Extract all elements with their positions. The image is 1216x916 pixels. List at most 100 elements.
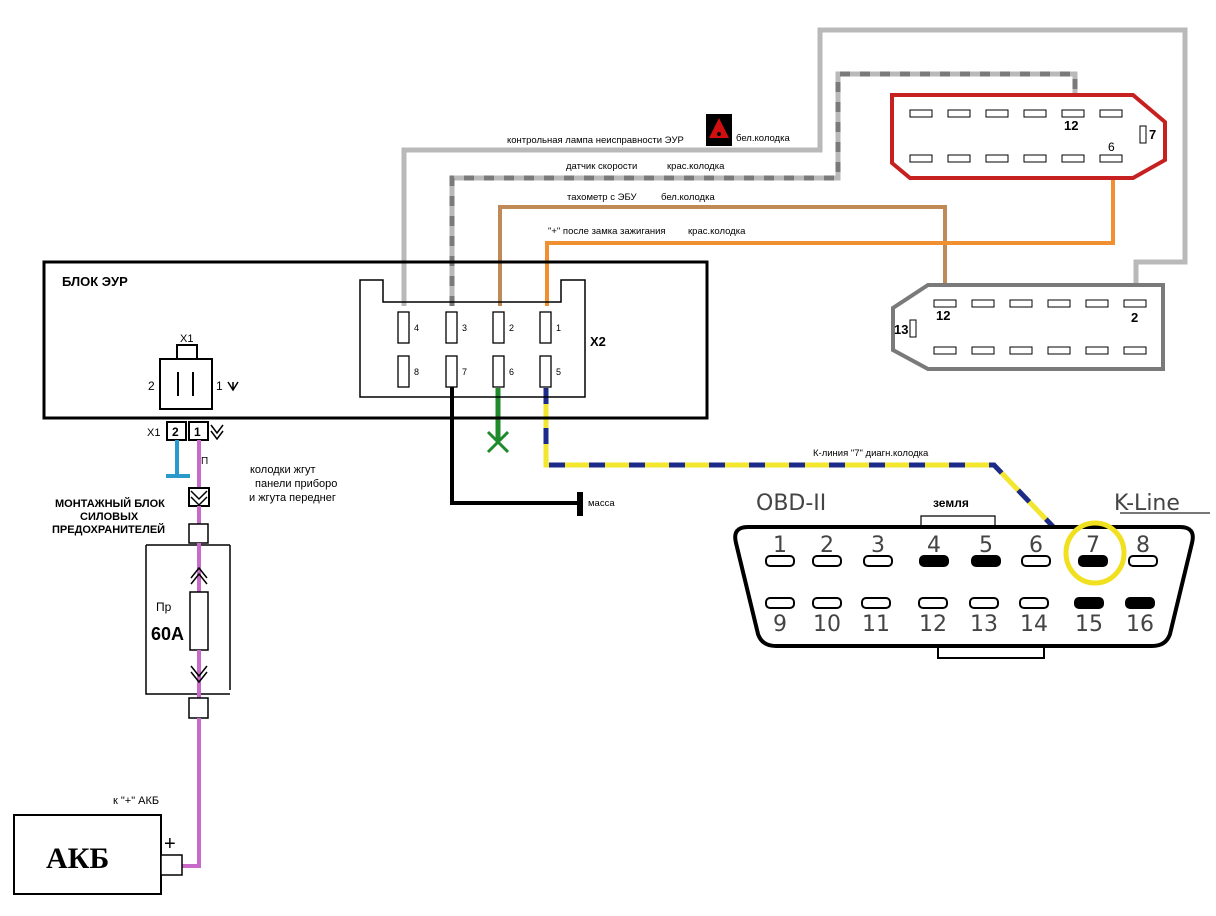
red-pin12-label: 12	[1064, 118, 1078, 133]
x2-pin-label: 1	[556, 323, 561, 333]
x2-pin-3	[445, 311, 458, 344]
red-connector-pins	[909, 109, 1123, 163]
white-pin	[1123, 346, 1147, 355]
wire-tacho-label: тахометр с ЭБУ	[567, 192, 637, 203]
x2-pin-label: 3	[462, 323, 467, 333]
white-connector	[891, 283, 1165, 371]
wire-ign-label: "+" после замка зажигания	[548, 226, 666, 237]
obd-pin-2	[812, 555, 842, 567]
fuse-block-title-3: ПРЕДОХРАНИТЕЛЕЙ	[52, 523, 165, 536]
white-pin	[971, 299, 995, 308]
obd-pin-15	[1074, 597, 1104, 609]
x2-pin-7	[445, 355, 458, 388]
x2-pin-label: 6	[509, 367, 514, 377]
red-connector	[890, 93, 1167, 180]
female-terminal-icon	[210, 424, 224, 441]
wire-ground	[450, 386, 578, 505]
white-pin	[1009, 299, 1033, 308]
white-pin-13	[909, 319, 917, 338]
x1-connector-tab	[176, 344, 198, 360]
battery-plus: +	[164, 833, 176, 855]
obd-ground-label: земля	[933, 496, 969, 510]
p-label: П	[201, 456, 208, 467]
red-pin	[1023, 109, 1047, 118]
fuse-bottom-terminal	[188, 697, 209, 719]
white-pin12-label: 12	[936, 308, 950, 323]
obd-pin-16	[1125, 597, 1155, 609]
obd-pin-13	[969, 597, 999, 609]
obd-pin-label: 4	[927, 533, 941, 558]
x1-pin1-label: 1	[216, 379, 223, 393]
x2-pin-label: 8	[414, 367, 419, 377]
obd-pin-label: 14	[1020, 612, 1048, 637]
obd-pin-label: 12	[919, 612, 947, 637]
obd-pin-label: 9	[773, 612, 787, 637]
obd-pin-label: 11	[862, 612, 890, 637]
obd-connector	[733, 525, 1195, 648]
fuse-up-chevron-icon	[190, 566, 208, 585]
obd-pin-5	[971, 555, 1001, 567]
x2-pin-1	[539, 311, 552, 344]
red-pin	[1099, 154, 1123, 163]
wire-lamp	[401, 27, 1188, 306]
white-pin	[933, 346, 957, 355]
battery	[13, 814, 162, 895]
obd-pin-label: 10	[813, 612, 841, 637]
fuse-rating: 60А	[151, 624, 184, 644]
x2-pin-4	[397, 311, 410, 344]
ecu-title: БЛОК ЭУР	[62, 274, 128, 289]
red-pin	[947, 109, 971, 118]
obd-pin-14	[1019, 597, 1049, 609]
red-pin	[1099, 109, 1123, 118]
fuse-block-title-1: МОНТАЖНЫЙ БЛОК	[55, 497, 165, 510]
wire-lamp-conn: бел.колодка	[736, 133, 790, 144]
white-pin	[1009, 346, 1033, 355]
obd-pin-label: 3	[871, 533, 885, 558]
battery-note: к "+" АКБ	[113, 795, 159, 807]
red-pin-7	[1139, 125, 1147, 144]
obd-pin-label: 15	[1075, 612, 1103, 637]
obd-pin-label: 1	[773, 533, 787, 558]
fuse-top-terminal	[188, 523, 209, 544]
obd-kline-label: K-Line	[1114, 491, 1180, 516]
obd-pin-8	[1128, 555, 1158, 567]
red-pin6-label: 6	[1108, 140, 1115, 154]
white-pin	[971, 346, 995, 355]
red-pin	[985, 154, 1009, 163]
white-connector-pins	[933, 299, 1147, 355]
x2-pin-label: 4	[414, 323, 419, 333]
obd-pin-label: 13	[970, 612, 998, 637]
x1-label: Х1	[180, 333, 193, 345]
red-pin	[1061, 109, 1085, 118]
white-pin	[933, 299, 957, 308]
obd-title: OBD-II	[756, 491, 826, 516]
wire-tacho	[498, 205, 947, 306]
x2-pin-label: 7	[462, 367, 467, 377]
ecu-block	[42, 260, 709, 420]
fuse-name: Пр	[156, 600, 172, 614]
white-pin2-label: 2	[1131, 310, 1138, 325]
x1-pin2-label: 2	[148, 379, 155, 393]
harness-note-1: колодки жгут	[250, 464, 316, 476]
obd-pin-3	[863, 555, 893, 567]
wire-tacho-conn: бел.колодка	[661, 192, 715, 203]
obd-pin-label: 16	[1126, 612, 1154, 637]
white-pin13-label: 13	[894, 322, 908, 337]
wire-lamp-label: контрольная лампа неисправности ЭУР	[507, 135, 684, 146]
red-pin	[909, 109, 933, 118]
obd-pin-12	[918, 597, 948, 609]
x1-lower-label: Х1	[147, 427, 160, 439]
red-pin	[909, 154, 933, 163]
x2-pin-5	[539, 355, 552, 388]
x2-pin-8	[397, 355, 410, 388]
fuse-element	[189, 591, 209, 651]
battery-label: АКБ	[46, 842, 109, 875]
obd-pin-7	[1078, 555, 1108, 567]
green-x-2	[486, 430, 510, 454]
x2-label: Х2	[590, 334, 606, 349]
fuse-block-title-2: СИЛОВЫХ	[80, 511, 139, 523]
obd-pin-1	[765, 555, 795, 567]
